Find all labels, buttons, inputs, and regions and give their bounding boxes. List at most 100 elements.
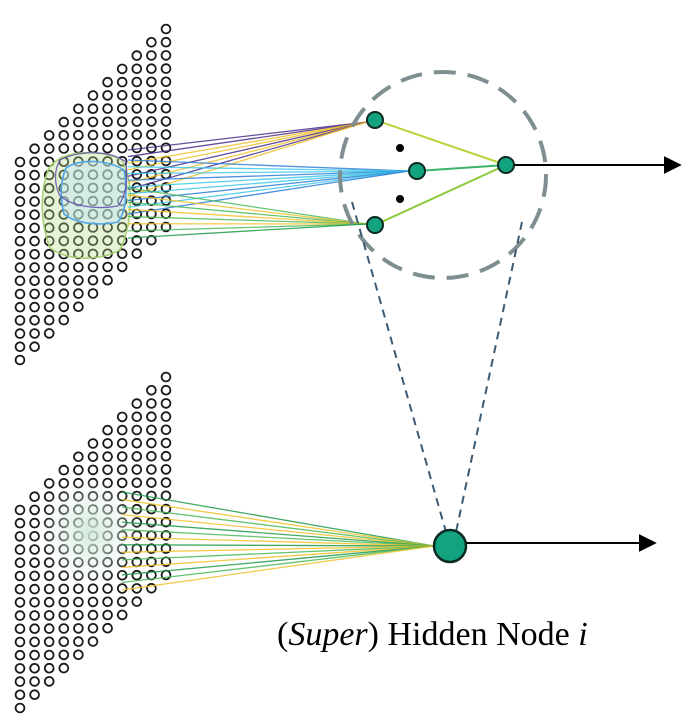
input-unit-icon [58,275,70,286]
input-unit-icon [131,103,143,114]
input-unit-icon [87,464,99,476]
input-unit-icon [116,411,128,423]
ellipsis-dot-2 [396,195,404,203]
input-unit-icon [102,261,113,273]
input-unit-icon [131,248,143,259]
input-unit-icon [14,275,26,287]
connection-line [127,215,368,225]
input-unit-icon [43,570,55,582]
connection-line [127,223,368,232]
input-unit-icon [146,503,157,515]
top-input-grid [14,23,172,366]
input-unit-icon [160,450,172,462]
connection-line [121,506,435,547]
input-unit-icon [29,491,40,503]
input-unit-icon [131,451,143,462]
input-unit-icon [102,464,113,476]
input-unit-icon [14,341,26,353]
input-unit-icon [43,662,55,674]
input-unit-icon [131,129,143,141]
input-unit-icon [146,384,157,396]
input-unit-icon [43,314,55,326]
input-unit-icon [87,195,99,207]
input-unit-icon [73,464,84,476]
input-unit-icon [160,530,172,541]
input-unit-icon [87,143,99,154]
input-unit-icon [87,209,99,220]
input-unit-icon [73,103,84,115]
input-unit-icon [131,437,143,449]
input-unit-icon [73,623,84,634]
input-unit-icon [58,116,70,128]
zoom-cone [351,201,523,533]
input-unit-icon [102,609,113,621]
input-unit-icon [87,622,99,634]
connection-line [121,521,435,547]
input-unit-icon [160,23,172,35]
input-unit-icon [58,222,70,234]
connection-line [127,170,410,175]
input-unit-icon [29,301,40,313]
input-unit-icon [73,195,84,207]
input-unit-icon [131,569,143,581]
input-unit-icon [146,424,157,436]
input-unit-icon [43,328,55,339]
input-unit-icon [29,341,40,353]
input-unit-icon [131,76,143,88]
input-unit-icon [29,636,40,648]
input-unit-icon [58,261,70,273]
input-unit-icon [87,596,99,608]
input-unit-icon [29,156,40,168]
connection-line [127,201,368,225]
connection-line [127,121,368,151]
input-unit-icon [87,261,99,273]
input-unit-icon [131,221,143,233]
input-unit-icon [14,249,26,260]
input-unit-icon [14,315,26,326]
input-unit-icon [43,301,55,313]
input-unit-icon [87,169,99,181]
sub-edge-1 [374,119,507,166]
input-unit-icon [14,544,26,555]
caption: (Super) Hidden Node i [277,616,588,653]
input-unit-icon [73,116,84,128]
connection-line [121,545,435,561]
input-unit-icon [29,262,40,273]
input-unit-icon [87,274,99,286]
input-unit-icon [73,649,84,661]
input-unit-icon [14,663,26,674]
input-unit-icon [14,531,26,542]
input-unit-icon [102,142,113,154]
input-unit-icon [146,556,157,568]
connection-line [121,545,435,584]
receptive-field-violet [54,152,128,209]
input-unit-icon [43,623,55,634]
input-unit-icon [29,328,40,339]
connection-line [127,159,410,172]
input-unit-icon [146,116,157,127]
input-unit-icon [102,103,113,114]
input-unit-icon [87,288,99,299]
input-unit-icon [131,596,143,607]
caption-index: i [578,616,587,653]
input-unit-icon [73,596,84,608]
input-unit-icon [102,274,113,286]
input-unit-icon [43,130,55,141]
connection-line [127,170,410,181]
top-network [14,23,682,366]
input-unit-icon [29,557,40,568]
cone-right-line [455,221,523,533]
input-unit-icon [58,636,70,647]
input-unit-icon [14,301,26,313]
sub-network-dashed-circle [338,70,548,280]
sub-network-edges [374,119,507,226]
input-unit-icon [29,544,40,555]
input-unit-icon [102,622,113,634]
input-unit-icon [87,609,99,621]
input-unit-icon [14,702,26,714]
input-unit-icon [160,424,172,436]
input-unit-icon [29,169,40,181]
connection-line [121,513,435,547]
input-unit-icon [116,464,128,476]
input-unit-icon [102,169,113,180]
